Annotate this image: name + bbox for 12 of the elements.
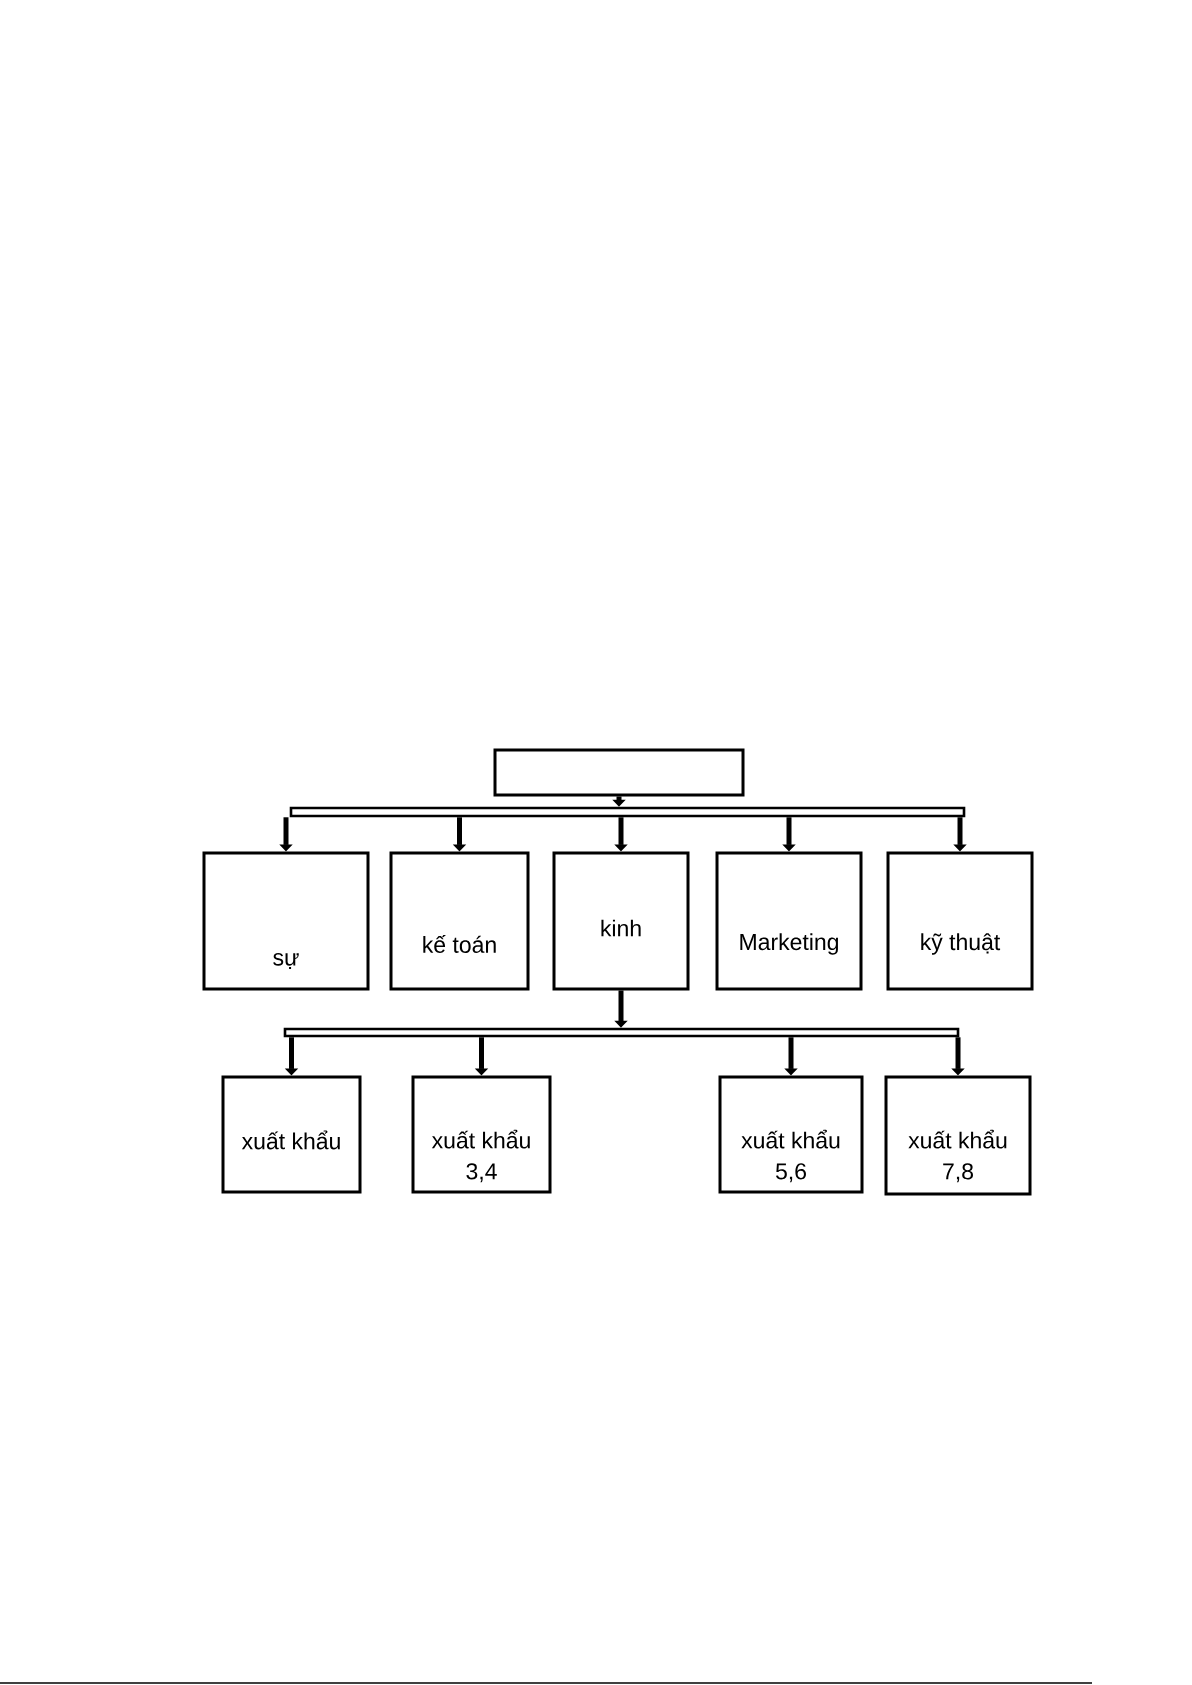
bus-bar [289,806,966,818]
org-chart-box: Marketing [715,851,863,991]
org-chart-box: xuất khẩu [221,1075,362,1194]
org-chart-box: kinh [552,851,690,991]
org-chart-box: xuất khẩu 5,6 [718,1075,864,1194]
org-chart-box: xuất khẩu 7,8 [884,1075,1032,1196]
org-chart-box: kế toán [389,851,530,991]
org-chart-box: kỹ thuật [886,851,1034,991]
org-chart-box: xuất khẩu 3,4 [411,1075,552,1194]
bus-bar [283,1027,960,1038]
empty-box [493,748,745,797]
org-chart-box: sự [202,851,370,991]
